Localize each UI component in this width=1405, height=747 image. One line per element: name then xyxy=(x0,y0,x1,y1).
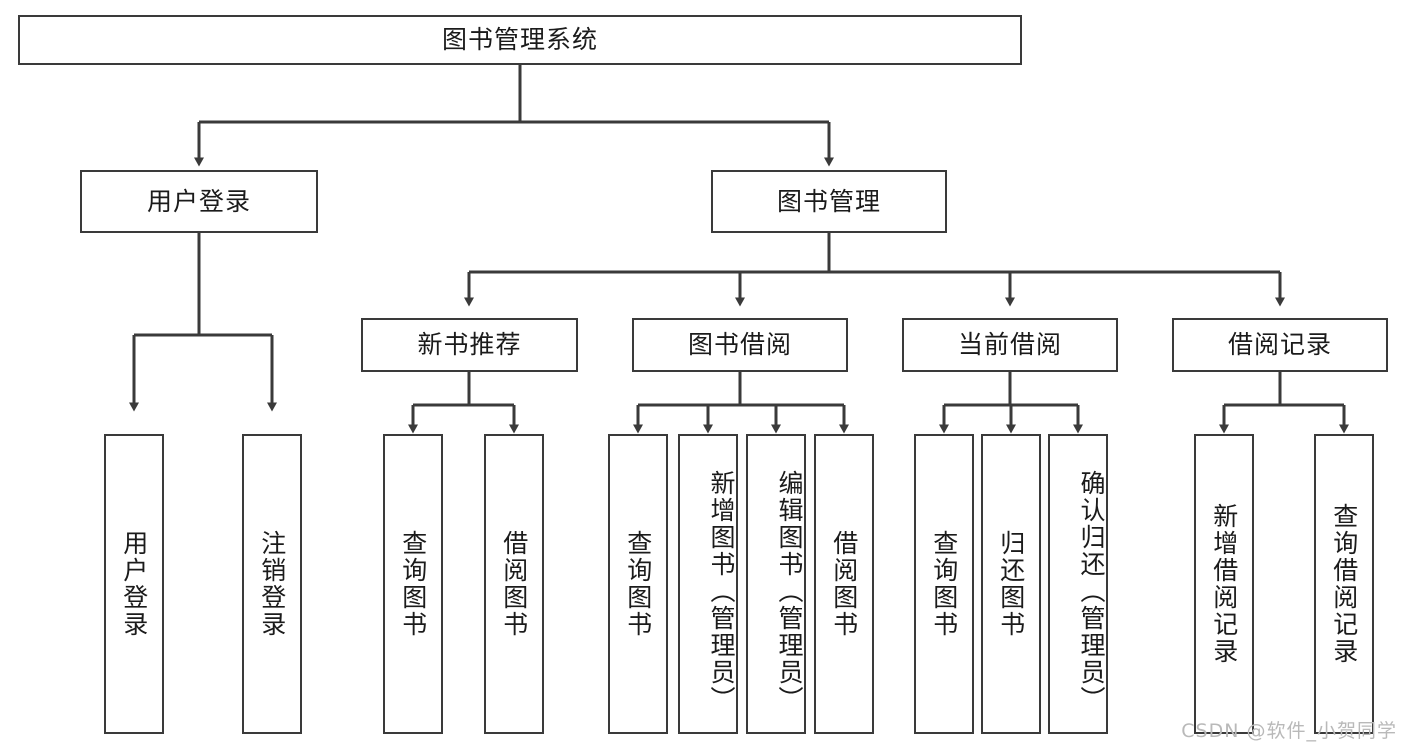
leaf-bb-edit-book-label: 编辑图书（管理员） xyxy=(775,469,804,713)
leaf-bb-query-book[interactable]: 查询图书 xyxy=(608,434,668,734)
leaf-user-login[interactable]: 用户登录 xyxy=(104,434,164,734)
node-current-borrow-label: 当前借阅 xyxy=(957,330,1062,360)
node-new-book-recommend-label: 新书推荐 xyxy=(417,330,522,360)
node-root-label: 图书管理系统 xyxy=(441,25,598,55)
leaf-logout[interactable]: 注销登录 xyxy=(242,434,302,734)
node-user-login-label: 用户登录 xyxy=(146,186,251,216)
leaf-bb-borrow-book[interactable]: 借阅图书 xyxy=(814,434,874,734)
leaf-cb-confirm-return[interactable]: 确认归还（管理员） xyxy=(1048,434,1108,734)
leaf-bb-add-book-label: 新增图书（管理员） xyxy=(707,469,736,713)
node-borrow-record-label: 借阅记录 xyxy=(1227,330,1332,360)
node-current-borrow[interactable]: 当前借阅 xyxy=(902,318,1118,372)
leaf-user-login-label: 用户登录 xyxy=(119,530,149,638)
node-book-borrow-label: 图书借阅 xyxy=(687,330,792,360)
node-root[interactable]: 图书管理系统 xyxy=(18,15,1022,65)
leaf-nb-borrow-book[interactable]: 借阅图书 xyxy=(484,434,544,734)
leaf-cb-query-book[interactable]: 查询图书 xyxy=(914,434,974,734)
leaf-nb-query-book-label: 查询图书 xyxy=(398,530,428,638)
node-book-borrow[interactable]: 图书借阅 xyxy=(632,318,848,372)
leaf-cb-query-book-label: 查询图书 xyxy=(929,530,959,638)
leaf-br-query-record[interactable]: 查询借阅记录 xyxy=(1314,434,1374,734)
leaf-bb-edit-book[interactable]: 编辑图书（管理员） xyxy=(746,434,806,734)
leaf-logout-label: 注销登录 xyxy=(257,530,287,638)
leaf-cb-confirm-return-label: 确认归还（管理员） xyxy=(1077,469,1106,713)
leaf-br-query-record-label: 查询借阅记录 xyxy=(1329,503,1359,665)
watermark: CSDN @软件_小贺同学 xyxy=(1181,720,1397,742)
leaf-cb-return-book[interactable]: 归还图书 xyxy=(981,434,1041,734)
leaf-bb-borrow-book-label: 借阅图书 xyxy=(829,530,859,638)
leaf-br-add-record[interactable]: 新增借阅记录 xyxy=(1194,434,1254,734)
leaf-bb-add-book[interactable]: 新增图书（管理员） xyxy=(678,434,738,734)
leaf-nb-borrow-book-label: 借阅图书 xyxy=(499,530,529,638)
leaf-bb-query-book-label: 查询图书 xyxy=(623,530,653,638)
node-new-book-recommend[interactable]: 新书推荐 xyxy=(361,318,578,372)
node-book-management[interactable]: 图书管理 xyxy=(711,170,947,233)
node-borrow-record[interactable]: 借阅记录 xyxy=(1172,318,1388,372)
node-user-login[interactable]: 用户登录 xyxy=(80,170,318,233)
leaf-br-add-record-label: 新增借阅记录 xyxy=(1209,503,1239,665)
leaf-cb-return-book-label: 归还图书 xyxy=(996,530,1026,638)
node-book-management-label: 图书管理 xyxy=(776,186,881,216)
leaf-nb-query-book[interactable]: 查询图书 xyxy=(383,434,443,734)
